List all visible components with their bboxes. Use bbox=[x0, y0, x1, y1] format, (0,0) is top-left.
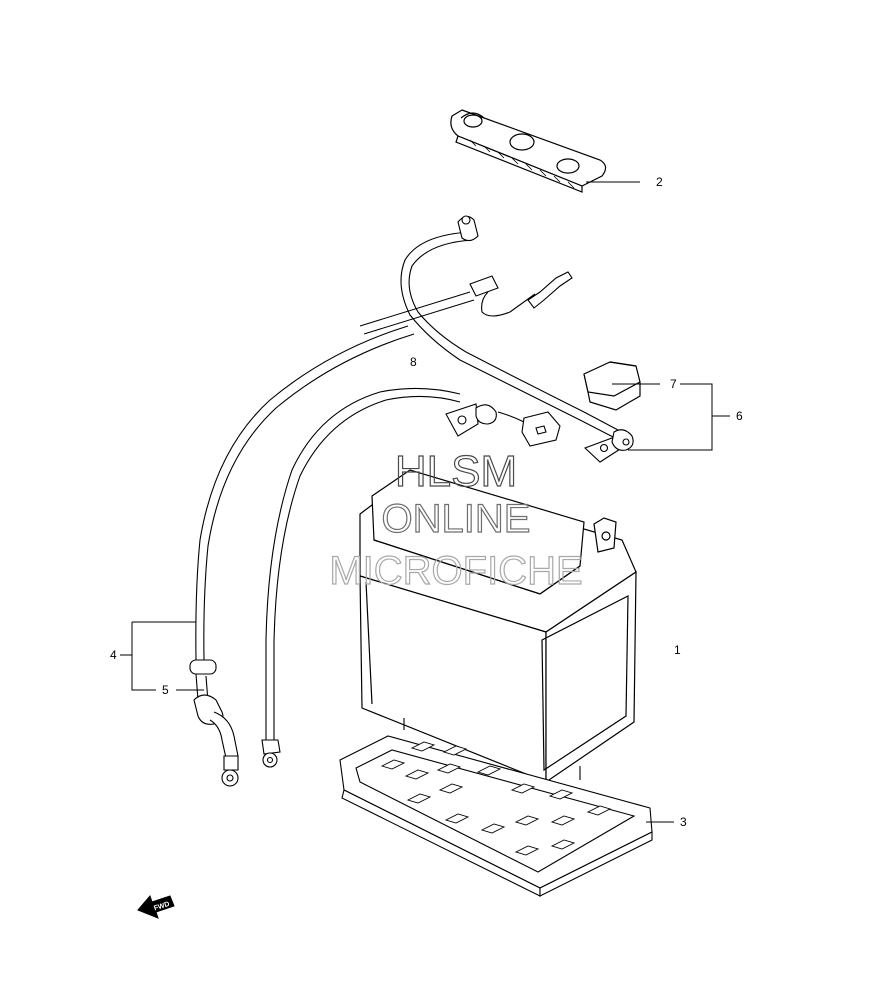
callout-3: 3 bbox=[680, 815, 687, 829]
leader-4-bracket bbox=[131, 622, 156, 691]
callout-1: 1 bbox=[674, 643, 681, 657]
callout-5: 5 bbox=[162, 683, 169, 697]
watermark-line3: MICROFICHE bbox=[329, 549, 582, 593]
leader-lines bbox=[120, 181, 730, 823]
fwd-arrow-icon: FWD bbox=[137, 895, 175, 919]
battery-tray bbox=[339, 718, 653, 897]
leader-6-bracket bbox=[628, 383, 713, 451]
callout-4: 4 bbox=[110, 648, 117, 662]
wiring-harness bbox=[195, 215, 619, 661]
callout-6: 6 bbox=[736, 409, 743, 423]
callout-8: 8 bbox=[410, 355, 417, 369]
fwd-label: FWD bbox=[153, 901, 170, 913]
callout-7: 7 bbox=[670, 377, 677, 391]
positive-cable bbox=[261, 387, 561, 768]
battery bbox=[359, 469, 637, 784]
negative-cable bbox=[189, 659, 239, 787]
watermark: HLSM ONLINE MICROFICHE bbox=[329, 446, 584, 593]
positive-lead bbox=[583, 429, 634, 463]
terminal-cover bbox=[450, 109, 607, 193]
fuse-cover bbox=[583, 361, 641, 411]
watermark-line2: ONLINE bbox=[382, 497, 531, 541]
watermark-line1: HLSM bbox=[395, 447, 517, 496]
callout-2: 2 bbox=[656, 175, 663, 189]
